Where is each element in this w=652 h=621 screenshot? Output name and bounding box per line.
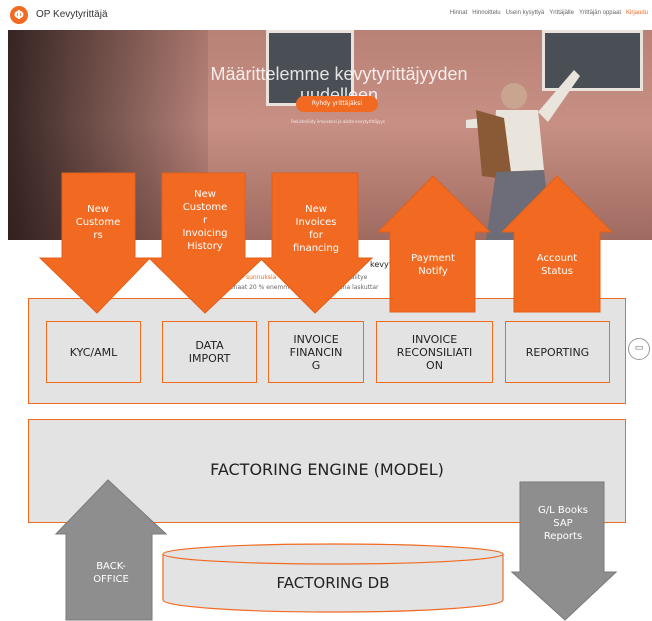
nav-link-hinnat[interactable]: Hinnat [449, 10, 468, 16]
factoring-engine-label: FACTORING ENGINE (MODEL) [210, 460, 444, 479]
op-logo-icon[interactable]: Φ [10, 6, 28, 24]
arrow-account-status-label: Account Status [536, 253, 578, 277]
mid-heading: kevyt [370, 260, 392, 269]
gl-books-label: G/L Books SAP Reports [538, 505, 588, 542]
factoring-db-label: FACTORING DB [276, 574, 390, 592]
arrow-new-customer-history [147, 172, 265, 314]
hero-cta-button[interactable]: Ryhdy yrittäjäksi [296, 96, 378, 112]
arrow-payment-notify-label: Payment Notify [411, 253, 455, 277]
back-office-label: BACK- OFFICE [93, 561, 129, 585]
hero-person-image [466, 70, 580, 240]
hero-subtitle: Rekisteröidy ilmaiseksi ja aloita kevyty… [291, 119, 385, 124]
module-reporting-label: REPORTING [525, 345, 590, 359]
module-invoice-reconsiliation-label: INVOICE RECONSILIATI ON [396, 332, 473, 372]
module-data-import-label: DATA IMPORT [188, 339, 231, 365]
top-navigation-bar [0, 0, 652, 30]
brand-name[interactable]: OP Kevytyrittäjä [36, 9, 108, 20]
mid-text-b: enaat 20 % enemm [230, 284, 290, 291]
top-nav-links: Hinnat Hinnoittelu Usein kysyttyä Yrittä… [450, 10, 648, 16]
arrow-back-office-front [54, 479, 168, 621]
arrow-account-status [500, 175, 614, 313]
module-invoice-reconsiliation: INVOICE RECONSILIATI ON [376, 321, 493, 383]
module-invoice-financing-label: INVOICE FINANCIN G [289, 332, 343, 372]
module-kyc-aml: KYC/AML [46, 321, 141, 383]
arrow-new-invoices-label: New Invoices for financing [292, 204, 340, 254]
mid-text-c: aajana laskuttar [330, 284, 379, 291]
hero-window-left [266, 30, 354, 106]
module-invoice-financing: INVOICE FINANCIN G [268, 321, 364, 383]
arrow-new-invoices [258, 172, 374, 314]
arrow-new-customers-label: New Custome rs [75, 204, 121, 241]
arrow-new-customer-history-label: New Custome r Invoicing History [182, 189, 228, 252]
factoring-db-cylinder [162, 543, 504, 613]
mid-text-link[interactable]: sunnuksia [246, 274, 277, 281]
nav-link-faq[interactable]: Usein kysyttyä [505, 10, 545, 16]
hero-window-right [542, 30, 643, 91]
nav-link-yrittajalle[interactable]: Yrittäjälle [549, 10, 574, 16]
arrow-new-customers [38, 172, 152, 314]
chat-icon[interactable]: ▭ [628, 338, 650, 360]
arrow-gl-books-front [510, 481, 618, 621]
module-kyc-aml-label: KYC/AML [69, 345, 118, 359]
module-reporting: REPORTING [505, 321, 610, 383]
arrow-payment-notify [376, 175, 492, 313]
nav-link-hinnoittelu[interactable]: Hinnoittelu [472, 10, 501, 16]
module-data-import: DATA IMPORT [162, 321, 257, 383]
nav-link-login[interactable]: Kirjaudu [625, 10, 648, 16]
nav-link-oppaat[interactable]: Yrittäjän oppaat [578, 10, 621, 16]
